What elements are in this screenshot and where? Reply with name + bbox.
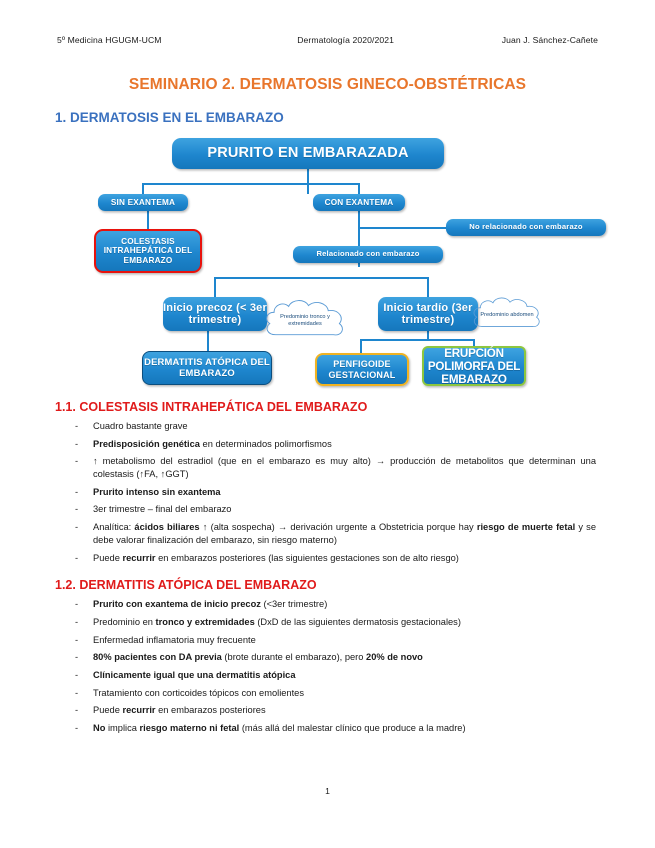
cloud-shape-icon [473, 297, 540, 327]
list-item: Enfermedad inflamatoria muy frecuente [75, 634, 600, 647]
page-title: SEMINARIO 2. DERMATOSIS GINECO-OBSTÉTRIC… [128, 76, 527, 93]
section-heading-1: 1. DERMATOSIS EN EL EMBARAZO [55, 110, 284, 125]
list-item: Tratamiento con corticoides tópicos con … [75, 687, 600, 700]
list-item: No implica riesgo materno ni fetal (más … [75, 722, 600, 735]
connector-sin-colestasis [147, 211, 149, 230]
section-1-2: 1.2. DERMATITIS ATÓPICA DEL EMBARAZO Pru… [55, 578, 600, 735]
flowchart-diagram: PRURITO EN EMBARAZADA SIN EXANTEMA CON E… [0, 132, 655, 397]
connector-root-down [307, 169, 309, 194]
node-no-relacionado-embarazo[interactable]: No relacionado con embarazo [446, 219, 606, 236]
section-1-1-heading: 1.1. COLESTASIS INTRAHEPÁTICA DEL EMBARA… [55, 400, 368, 414]
section-1-2-bullet-list: Prurito con exantema de inicio precoz (<… [55, 598, 600, 735]
section-1-2-heading: 1.2. DERMATITIS ATÓPICA DEL EMBARAZO [55, 578, 317, 593]
node-inicio-tardio[interactable]: Inicio tardío (3er trimestre) [378, 297, 478, 331]
connector-precoz-down [207, 331, 209, 352]
connector-tardio-horizontal [360, 339, 474, 341]
section-1-1-bullet-list: Cuadro bastante gravePredisposición gené… [55, 420, 600, 564]
connector-to-sin [142, 183, 144, 194]
connector-con-norel [358, 227, 448, 229]
section-1-1: 1.1. COLESTASIS INTRAHEPÁTICA DEL EMBARA… [55, 400, 600, 564]
node-prurito-embarazada[interactable]: PRURITO EN EMBARAZADA [172, 138, 444, 169]
header-center: Dermatología 2020/2021 [297, 35, 395, 45]
node-erupcion-polimorfa[interactable]: ERUPCIÓN POLIMORFA DEL EMBARAZO [422, 346, 526, 386]
node-inicio-precoz[interactable]: Inicio precoz (< 3er trimestre) [163, 297, 267, 331]
document-body: 1.1. COLESTASIS INTRAHEPÁTICA DEL EMBARA… [55, 400, 600, 749]
list-item: 80% pacientes con DA previa (brote duran… [75, 651, 600, 664]
node-dermatitis-atopica[interactable]: DERMATITIS ATÓPICA DEL EMBARAZO [142, 351, 272, 385]
cloud-shape-icon [266, 300, 343, 336]
list-item: Puede recurrir en embarazos posteriores … [75, 552, 600, 565]
list-item: Clínicamente igual que una dermatitis at… [75, 669, 600, 682]
list-item: 3er trimestre – final del embarazo [75, 503, 600, 516]
connector-to-penfigoide [360, 339, 362, 354]
cloud-right-label: Predominio abdomen [480, 311, 534, 318]
connector-con-down [358, 211, 360, 267]
header-left: 5º Medicina HGUGM-UCM [57, 35, 162, 45]
connector-root-horizontal [142, 183, 360, 185]
list-item: Analítica: ácidos biliares ↑ (alta sospe… [75, 521, 600, 546]
running-header: 5º Medicina HGUGM-UCM Dermatología 2020/… [57, 35, 598, 45]
node-relacionado-embarazo[interactable]: Relacionado con embarazo [293, 246, 443, 263]
list-item: Prurito intenso sin exantema [75, 486, 600, 499]
cloud-left-label: Predominio tronco y extremidades [280, 314, 330, 327]
list-item: Puede recurrir en embarazos posteriores [75, 704, 600, 717]
header-right: Juan J. Sánchez-Cañete [501, 35, 598, 45]
cloud-predominio-tronco: Predominio tronco y extremidades [262, 297, 348, 345]
node-sin-exantema[interactable]: SIN EXANTEMA [98, 194, 188, 211]
list-item: Prurito con exantema de inicio precoz (<… [75, 598, 600, 611]
node-colestasis-intrahepatica[interactable]: COLESTASIS INTRAHEPÁTICA DEL EMBARAZO [94, 229, 202, 273]
connector-split-horizontal [214, 277, 428, 279]
connector-split-right [427, 277, 429, 298]
connector-split-left [214, 277, 216, 298]
list-item: Predominio en tronco y extremidades (DxD… [75, 616, 600, 629]
connector-to-con [358, 183, 360, 194]
connector-to-erupcion [473, 339, 475, 347]
node-con-exantema[interactable]: CON EXANTEMA [313, 194, 405, 211]
list-item: Predisposición genética en determinados … [75, 438, 600, 451]
node-penfigoide-gestacional[interactable]: PENFIGOIDE GESTACIONAL [315, 353, 409, 386]
connector-tardio-down [427, 331, 429, 340]
page-number: 1 [325, 786, 330, 796]
cloud-predominio-abdomen: Predominio abdomen [470, 295, 544, 335]
list-item: Cuadro bastante grave [75, 420, 600, 433]
list-item: ↑ metabolismo del estradiol (que en el e… [75, 455, 600, 480]
